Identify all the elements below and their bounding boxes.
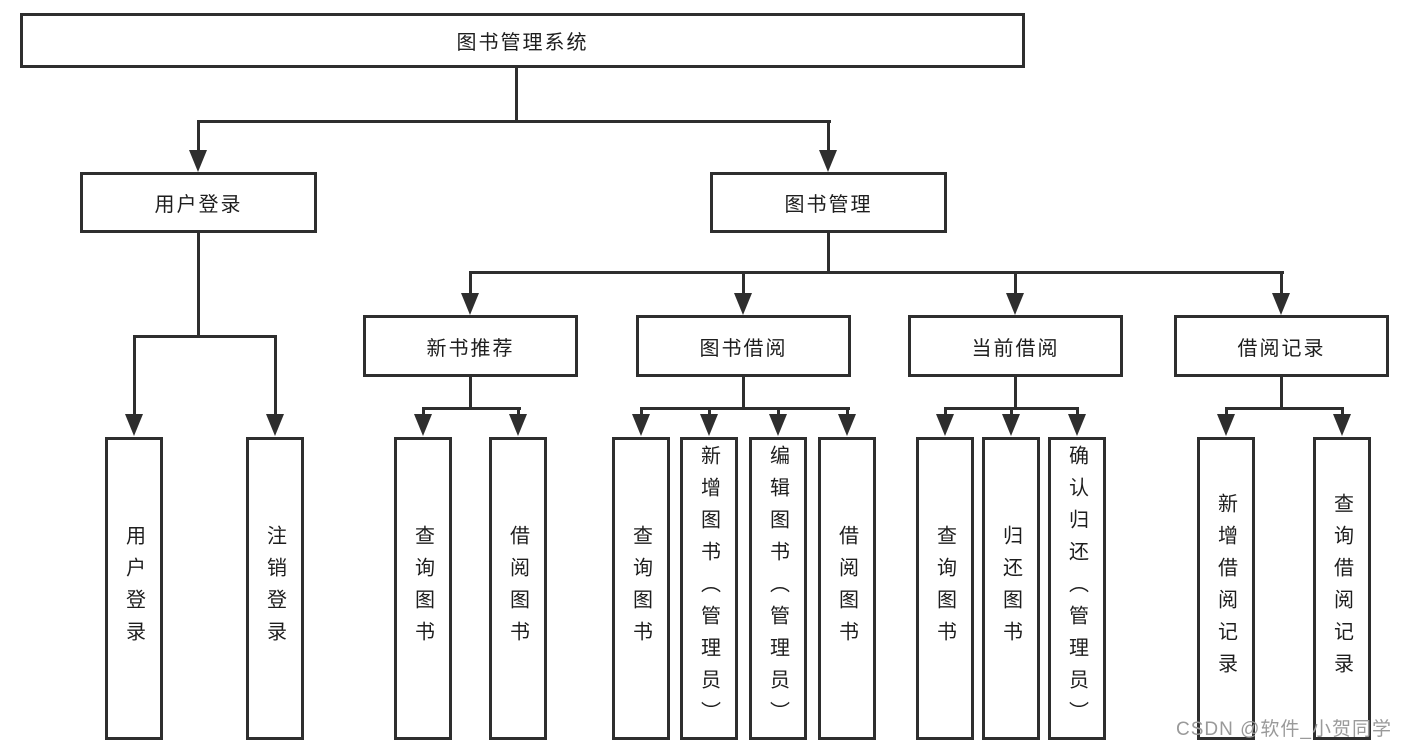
connector-bookmgmt-drop-3 [1014,271,1017,294]
connector-bookborrow-stem [742,377,745,410]
connector-currentborrow-stem [1014,377,1017,410]
arrow-to-logout-leaf [266,414,284,436]
connector-currentborrow-drop-2 [1010,407,1013,416]
node-book-borrow-label: 图书借阅 [699,337,788,360]
node-new-book-recommend-label: 新书推荐 [426,337,515,360]
connector-bookmgmt-drop-4 [1280,271,1283,294]
watermark: CSDN @软件_小贺同学 [1176,719,1392,740]
leaf-logout: 注销登录 [246,437,304,740]
arrow-bookborrow-leaf-1 [632,414,650,436]
connector-bookborrow-drop-2 [708,407,711,416]
leaf-bookborrow-borrow-books: 借阅图书 [818,437,876,740]
node-current-borrow-label: 当前借阅 [971,337,1060,360]
connector-bookmgmt-drop-2 [742,271,745,294]
leaf-newbook-query-books: 查询图书 [394,437,452,740]
arrow-to-user-login [189,150,207,172]
connector-bookborrow-hbar [640,407,850,410]
arrow-currentborrow-leaf-1 [936,414,954,436]
connector-bookborrow-drop-3 [777,407,780,416]
leaf-bookborrow-edit-books-admin: 编辑图书（管理员） [749,437,807,740]
arrow-to-borrow-records [1272,293,1290,315]
arrow-borrowrecords-leaf-2 [1333,414,1351,436]
arrow-bookborrow-leaf-2 [700,414,718,436]
arrow-newbook-leaf-1 [414,414,432,436]
connector-bookborrow-drop-1 [640,407,643,416]
arrow-bookborrow-leaf-3 [769,414,787,436]
connector-newbook-stem [469,377,472,410]
connector-borrowrecords-hbar [1225,407,1344,410]
node-user-login-branch: 用户登录 [80,172,317,233]
arrow-currentborrow-leaf-3 [1068,414,1086,436]
connector-bookmgmt-drop-1 [469,271,472,294]
node-book-management-branch: 图书管理 [710,172,947,233]
leaf-currentborrow-query-books: 查询图书 [916,437,974,740]
node-borrow-records-label: 借阅记录 [1237,337,1326,360]
arrow-currentborrow-leaf-2 [1002,414,1020,436]
connector-root-stem [515,68,518,123]
connector-currentborrow-drop-3 [1076,407,1079,416]
arrow-borrowrecords-leaf-1 [1217,414,1235,436]
arrow-to-login-leaf [125,414,143,436]
node-user-login-label: 用户登录 [154,194,243,216]
connector-borrowrecords-stem [1280,377,1283,410]
connector-bookborrow-drop-4 [846,407,849,416]
arrow-to-book-management [819,150,837,172]
connector-root-right-drop [827,120,830,152]
connector-newbook-hbar [422,407,521,410]
leaf-user-login: 用户登录 [105,437,163,740]
leaf-query-borrow-record: 查询借阅记录 [1313,437,1371,740]
node-root: 图书管理系统 [20,13,1025,68]
arrow-to-new-book [461,293,479,315]
connector-bookmgmt-stem [827,233,830,274]
connector-newbook-drop-1 [422,407,425,416]
arrow-to-book-borrow [734,293,752,315]
connector-newbook-drop-2 [517,407,520,416]
connector-bookmgmt-hbar [469,271,1284,274]
arrow-newbook-leaf-2 [509,414,527,436]
arrow-to-current-borrow [1006,293,1024,315]
node-root-label: 图书管理系统 [456,32,589,54]
connector-userlogin-hbar [133,335,277,338]
leaf-add-borrow-record: 新增借阅记录 [1197,437,1255,740]
node-borrow-records: 借阅记录 [1174,315,1389,377]
node-book-management-label: 图书管理 [784,194,873,216]
leaf-currentborrow-return-books: 归还图书 [982,437,1040,740]
leaf-currentborrow-confirm-return-admin: 确认归还（管理员） [1048,437,1106,740]
node-book-borrow: 图书借阅 [636,315,851,377]
node-new-book-recommend: 新书推荐 [363,315,578,377]
arrow-bookborrow-leaf-4 [838,414,856,436]
leaf-bookborrow-query-books: 查询图书 [612,437,670,740]
connector-currentborrow-drop-1 [944,407,947,416]
leaf-bookborrow-add-books-admin: 新增图书（管理员） [680,437,738,740]
connector-root-left-drop [197,120,200,152]
connector-borrowrecords-drop-2 [1341,407,1344,416]
connector-userlogin-drop-2 [274,335,277,416]
leaf-newbook-borrow-books: 借阅图书 [489,437,547,740]
connector-root-hbar [197,120,831,123]
connector-borrowrecords-drop-1 [1225,407,1228,416]
connector-userlogin-stem [197,233,200,338]
connector-userlogin-drop-1 [133,335,136,416]
node-current-borrow: 当前借阅 [908,315,1123,377]
